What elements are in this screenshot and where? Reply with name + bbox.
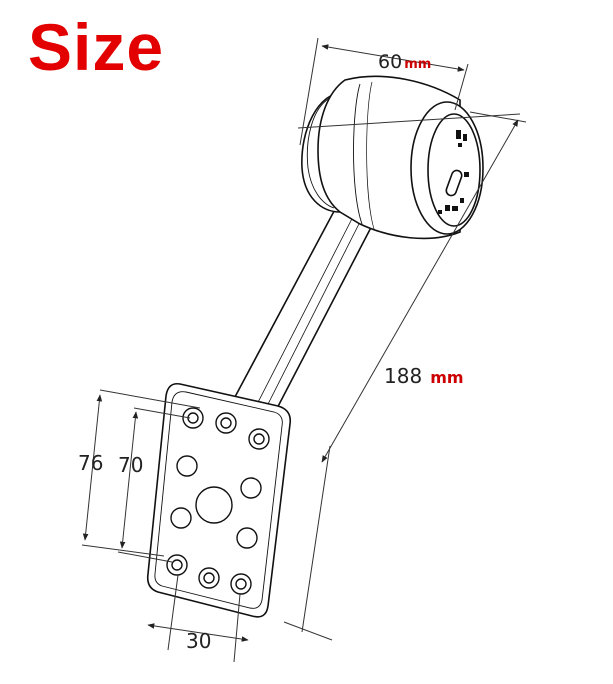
center-bore: [195, 486, 233, 524]
dim-70-value: 70: [118, 453, 143, 477]
hole-bottom-left: [166, 554, 188, 576]
dim-188-value: 188: [384, 364, 422, 388]
dim-60-unit: mm: [404, 57, 431, 72]
page-title: Size: [28, 10, 165, 84]
cylinder-head: [301, 75, 484, 240]
dim-60-value: 60: [378, 51, 402, 73]
hole-bottom-right: [230, 573, 252, 595]
dim-76-value: 76: [78, 451, 103, 475]
dim-188-unit: mm: [430, 368, 463, 387]
dim-30-value: 30: [186, 629, 211, 653]
hole-bottom-mid: [198, 567, 220, 589]
hole-top-right: [248, 428, 270, 450]
dimension-lines: [81, 37, 527, 663]
mounting-plate: [146, 382, 292, 618]
arm-tube: [227, 199, 379, 419]
hole-top-mid: [215, 412, 237, 434]
